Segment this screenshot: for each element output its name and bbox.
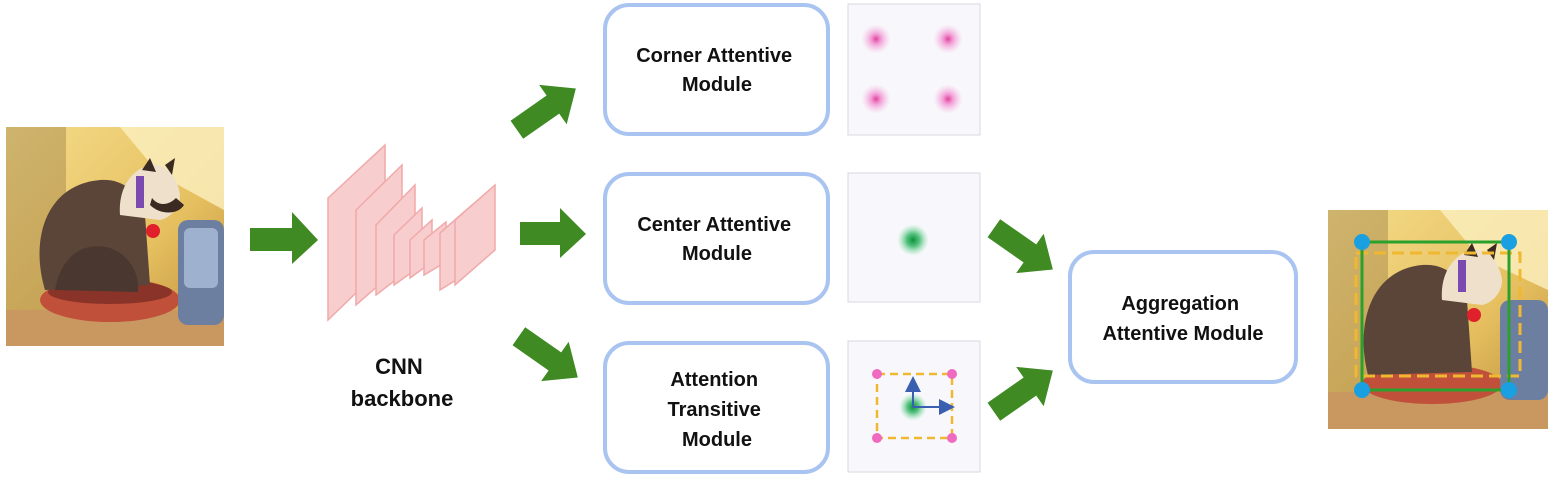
aggregation-module-line2: Attentive Module (1102, 323, 1263, 345)
svg-text:Corner Attentive Module: Corner Attentive Module (636, 45, 798, 96)
flow-arrow (250, 212, 318, 264)
transitive-module-line1: Attention (670, 369, 758, 391)
cnn-backbone-icon (327, 143, 496, 322)
transitive-module-line2: Transitive (668, 399, 761, 421)
backbone-label-line1: CNN (375, 354, 423, 379)
transitive-heatmap (847, 340, 981, 473)
center-heatmap (847, 172, 981, 303)
output-image (1328, 210, 1548, 429)
svg-text:CNN backbone: CNN backbone (351, 354, 454, 411)
backbone-to-center-arrow (520, 208, 586, 258)
corner-attentive-module (603, 3, 830, 136)
backbone-to-transitive-arrow (512, 327, 578, 382)
corner-module-line1: Corner Attentive (636, 45, 792, 67)
svg-text:Center Attentive Module: Center Attentive Module (637, 214, 796, 265)
svg-text:Aggregation Attentive Modu: Aggregation Attentive Module (1102, 293, 1263, 345)
transitive-module-line3: Module (682, 429, 752, 451)
transitive-to-aggregation-arrow (987, 366, 1053, 421)
input-image (6, 127, 224, 346)
aggregation-module-line1: Aggregation (1121, 293, 1239, 315)
center-attentive-module (603, 172, 830, 305)
aggregation-attentive-module (1068, 250, 1298, 384)
center-to-aggregation-arrow (987, 219, 1053, 274)
svg-text:Attention Transitive M: Attention Transitive Module (668, 369, 767, 451)
corner-module-line2: Module (682, 74, 752, 96)
backbone-to-corner-arrow (510, 84, 576, 139)
center-module-line1: Center Attentive (637, 214, 791, 236)
corner-heatmap (847, 3, 981, 136)
backbone-label-line2: backbone (351, 386, 454, 411)
attention-transitive-module (603, 341, 830, 474)
center-module-line2: Module (682, 243, 752, 265)
